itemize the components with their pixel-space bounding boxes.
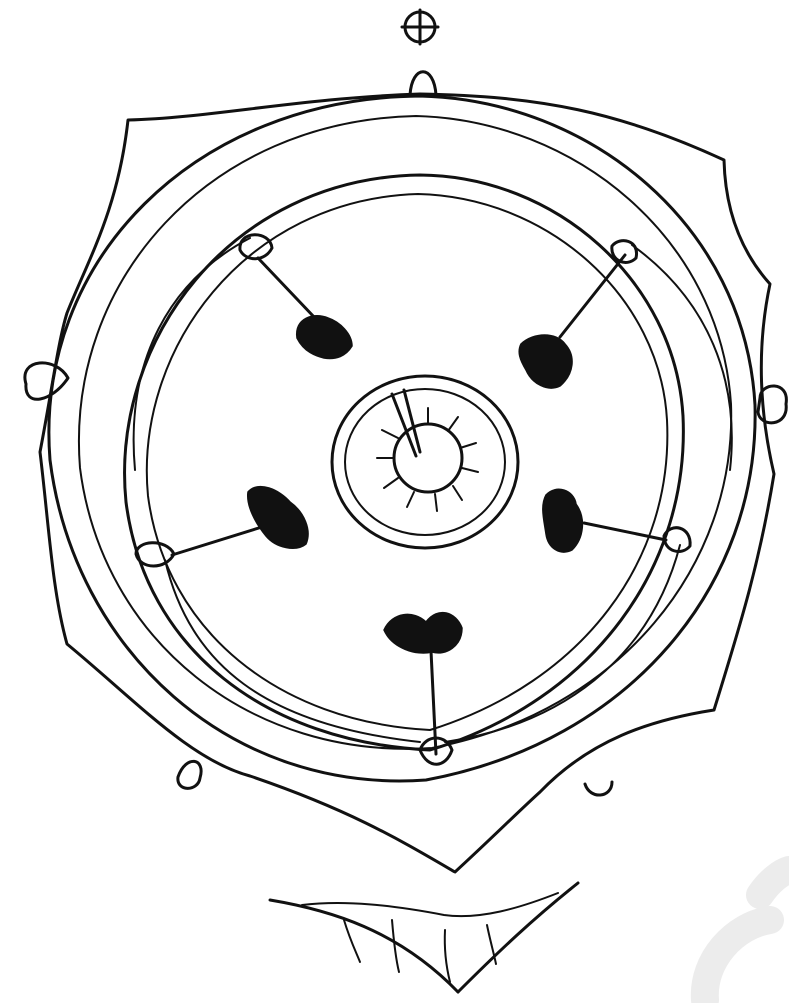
left-node: [25, 363, 68, 399]
anther-upper-left: [297, 316, 352, 359]
attachment-lower-left: [136, 543, 174, 566]
anther-bottom: [384, 613, 462, 653]
anther-lower-left: [248, 487, 308, 549]
bottom-right-node: [585, 782, 612, 795]
stamen-group: [136, 235, 690, 765]
anther-upper-right: [519, 335, 572, 388]
circle-cross-icon: [402, 10, 438, 44]
attachment-upper-left: [240, 235, 272, 259]
anther-right: [543, 489, 583, 552]
lower-bract: [270, 883, 578, 992]
watermark: [705, 870, 789, 1000]
attachment-right: [664, 528, 690, 552]
ovary: [332, 376, 518, 548]
bottom-left-node: [178, 761, 201, 788]
attachment-upper-right: [612, 241, 637, 263]
inner-ring: [125, 175, 684, 750]
top-attachment: [410, 72, 436, 95]
